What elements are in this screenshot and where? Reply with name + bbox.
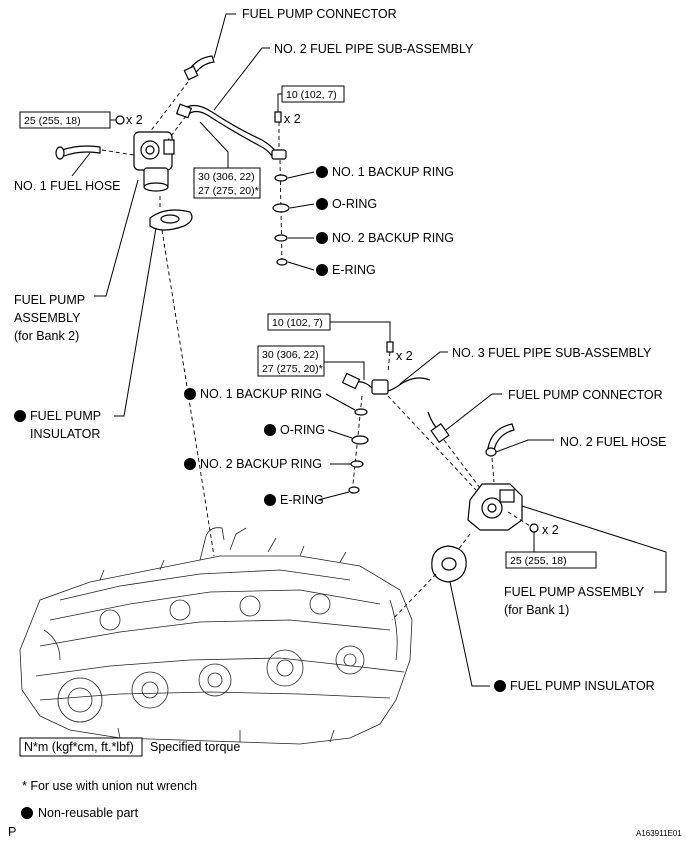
non-reusable-dot-no2-backup-mid xyxy=(184,458,196,470)
fuel-pump-bank1-part xyxy=(467,483,523,531)
no2-backup-ring-top-label: NO. 2 BACKUP RING xyxy=(332,231,454,245)
fuel-pump-connector-top-label: FUEL PUMP CONNECTOR xyxy=(242,7,397,21)
no1-fuel-hose-part xyxy=(55,145,101,160)
torque-pipe3-bolt: 10 (102, 7) xyxy=(272,317,323,329)
no3-fuel-pipe-part xyxy=(341,372,431,395)
legend-non-reusable-text: Non-reusable part xyxy=(38,806,139,820)
no3-fuel-pipe-label: NO. 3 FUEL PIPE SUB-ASSEMBLY xyxy=(452,346,652,360)
qty-pipe3-bolts: x 2 xyxy=(396,349,413,363)
torque-legend-box xyxy=(19,737,143,757)
torque-pump-bank2: 25 (255, 18) xyxy=(24,115,81,127)
bank2-label-line1: FUEL PUMP xyxy=(14,293,85,307)
no1-backup-ring-mid-label: NO. 1 BACKUP RING xyxy=(200,387,322,401)
non-reusable-dot-no2-backup-top xyxy=(316,232,328,244)
no2-fuel-hose-part xyxy=(485,423,515,457)
legend-union-note: * For use with union nut wrench xyxy=(22,779,197,793)
non-reusable-dot-e-ring-top xyxy=(316,264,328,276)
insulator-left-label-line1: FUEL PUMP xyxy=(30,409,101,423)
non-reusable-dot-o-ring-mid xyxy=(264,424,276,436)
footer-left-code: P xyxy=(8,825,16,839)
footer-figure-id: A163911E01 xyxy=(636,829,682,838)
qty-bank2-bolts: x 2 xyxy=(126,113,143,127)
bank2-label-line3: (for Bank 2) xyxy=(14,329,79,343)
no2-backup-ring-mid-label: NO. 2 BACKUP RING xyxy=(200,457,322,471)
bank2-label-line2: ASSEMBLY xyxy=(14,311,81,325)
legend-torque-unit: N*m (kgf*cm, ft.*lbf) xyxy=(24,740,134,754)
torque-pipe2-union-1: 30 (306, 22) xyxy=(198,171,255,183)
fuel-pump-connector-right-label: FUEL PUMP CONNECTOR xyxy=(508,388,663,402)
engine-block-drawing xyxy=(19,527,413,745)
non-reusable-dot-e-ring-mid xyxy=(264,494,276,506)
torque-pump-bank1: 25 (255, 18) xyxy=(510,555,567,567)
no1-backup-ring-top-label: NO. 1 BACKUP RING xyxy=(332,165,454,179)
bank1-label-line1: FUEL PUMP ASSEMBLY xyxy=(504,585,645,599)
qty-pipe2-bolts: x 2 xyxy=(284,112,301,126)
insulator-left-label-line2: INSULATOR xyxy=(30,427,100,441)
torque-pipe2-bolt: 10 (102, 7) xyxy=(286,89,337,101)
no2-fuel-pipe-part xyxy=(175,103,287,160)
legend-non-reusable-dot xyxy=(21,807,33,819)
e-ring-mid-label: E-RING xyxy=(280,493,324,507)
qty-bank1-bolts: x 2 xyxy=(542,523,559,537)
fuel-pump-insulator-bank1-part xyxy=(431,545,467,583)
non-reusable-dot-no1-backup-top xyxy=(316,166,328,178)
bank1-label-line2: (for Bank 1) xyxy=(504,603,569,617)
o-ring-mid-label: O-RING xyxy=(280,423,325,437)
fuel-pump-bank2-part xyxy=(133,131,175,192)
non-reusable-dot-no1-backup-mid xyxy=(184,388,196,400)
legend-torque-desc: Specified torque xyxy=(150,740,240,754)
insulator-right-label: FUEL PUMP INSULATOR xyxy=(510,679,655,693)
non-reusable-dot-insulator-left xyxy=(14,410,26,422)
torque-pipe3-union-2: 27 (275, 20)* xyxy=(262,363,323,375)
non-reusable-dot-insulator-right xyxy=(494,680,506,692)
torque-pipe3-union-1: 30 (306, 22) xyxy=(262,349,319,361)
non-reusable-dot-o-ring-top xyxy=(316,198,328,210)
fuel-pump-insulator-bank2-part xyxy=(149,209,193,231)
no2-fuel-pipe-label: NO. 2 FUEL PIPE SUB-ASSEMBLY xyxy=(274,42,474,56)
o-ring-top-label: O-RING xyxy=(332,197,377,211)
torque-pipe2-union-2: 27 (275, 20)* xyxy=(198,185,259,197)
no1-fuel-hose-label: NO. 1 FUEL HOSE xyxy=(14,179,121,193)
ring-stack-mid-parts xyxy=(348,408,369,494)
ring-stack-top-parts xyxy=(272,174,290,266)
fuel-pump-connector-right-part xyxy=(427,411,450,444)
no2-fuel-hose-label: NO. 2 FUEL HOSE xyxy=(560,435,667,449)
fuel-pump-connector-top-part xyxy=(183,55,215,81)
e-ring-top-label: E-RING xyxy=(332,263,376,277)
